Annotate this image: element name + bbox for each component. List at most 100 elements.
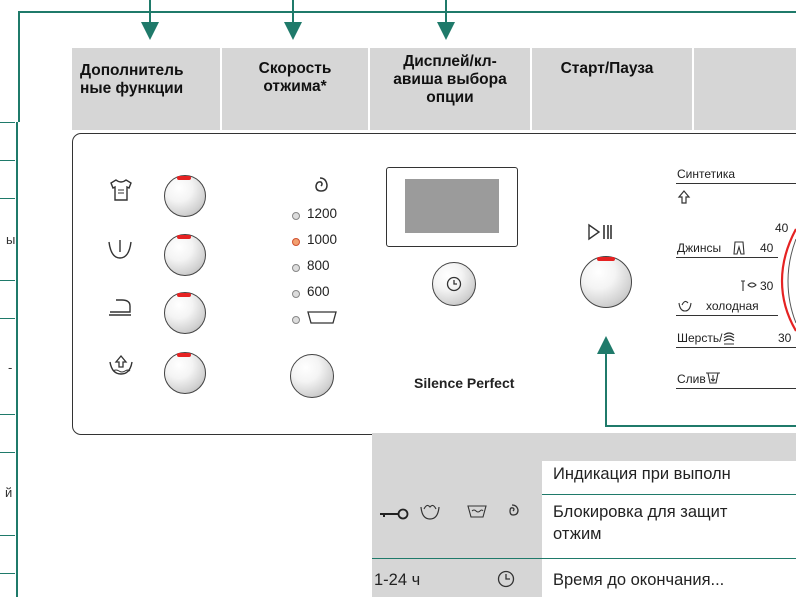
rinse-hold-icon[interactable] — [306, 309, 338, 325]
spin-option-1200[interactable]: 1200 — [307, 206, 338, 221]
header-separator — [220, 48, 222, 130]
program-wool: Шерсть/ — [677, 331, 723, 345]
display-screen — [386, 167, 518, 247]
header-spin-line1: Скорость — [258, 60, 332, 77]
header-extra-functions: Дополнитель ные функции — [72, 48, 220, 130]
spin-icon — [315, 177, 328, 192]
extra-function-knob-2[interactable] — [164, 234, 206, 276]
header-display-line1: Дисплей/кл- — [403, 53, 497, 70]
start-pause-button[interactable] — [580, 256, 632, 308]
program-temp-40: 40 — [775, 221, 789, 235]
header-spin-speed: Скорость отжима* — [222, 48, 368, 130]
program-jeans-temp: 40 — [760, 241, 774, 255]
left-table-row — [0, 122, 15, 123]
header-separator — [530, 48, 532, 130]
bottom-row-divider — [542, 494, 796, 495]
drain-icon — [706, 372, 720, 384]
left-table-text: - — [8, 360, 13, 375]
spin-led-1000 — [292, 238, 300, 246]
spin-indicator-icon — [509, 504, 519, 516]
timer-icon — [497, 570, 515, 588]
spin-led-600 — [292, 290, 300, 298]
bottom-row-time-text: Время до окончания... — [553, 571, 725, 589]
header-programs — [694, 48, 796, 130]
spin-option-600[interactable]: 600 — [307, 284, 330, 299]
program-cold: холодная — [706, 299, 759, 313]
header-start-pause-line1: Старт/Пауза — [560, 60, 654, 77]
wool-icon — [723, 332, 735, 345]
program-drain: Слив — [677, 372, 706, 386]
left-table-row — [0, 573, 15, 574]
program-line — [676, 183, 796, 184]
program-line — [676, 257, 778, 258]
bottom-row-time-range: 1-24 ч — [374, 571, 421, 589]
header-spin-line2: отжима* — [263, 78, 327, 95]
program-line — [676, 347, 796, 348]
arrow-down-extra-functions — [141, 22, 159, 40]
left-table-row — [0, 160, 15, 161]
frame-line-top — [18, 11, 796, 13]
key-lock-icon — [380, 508, 409, 520]
header-extra-functions-line1: Дополнитель — [80, 62, 184, 79]
extra-function-knob-3[interactable] — [164, 292, 206, 334]
arrow-up-horizontal — [605, 425, 796, 427]
arrow-up-start-pause — [597, 336, 615, 354]
left-table-row — [0, 198, 15, 199]
delicates-icon — [741, 280, 757, 291]
left-table-row — [0, 535, 15, 536]
arrow-down-spin — [284, 22, 302, 40]
program-dial-knob[interactable] — [780, 225, 796, 335]
bottom-row-indication: Индикация при выполн — [553, 465, 731, 483]
water-plus-icon — [108, 240, 132, 259]
program-line — [676, 388, 796, 389]
play-pause-icon — [588, 223, 612, 241]
program-line — [676, 315, 778, 316]
header-display-line2: авиша выбора — [393, 71, 507, 88]
arrow-up-stem — [605, 352, 607, 427]
handwash-icon — [678, 300, 692, 312]
arrow-stem-3 — [445, 0, 447, 26]
header-start-pause: Старт/Пауза — [532, 48, 692, 130]
arrow-down-display — [437, 22, 455, 40]
shirt-icon — [110, 179, 132, 201]
bottom-row-divider — [372, 558, 796, 559]
left-table-text: ы — [6, 232, 16, 247]
arrow-stem-1 — [149, 0, 151, 26]
spin-led-no-spin — [292, 316, 300, 324]
prewash-icon — [109, 354, 133, 375]
program-synthetics: Синтетика — [677, 167, 736, 181]
left-table-row — [0, 414, 15, 415]
program-delicates-temp: 30 — [760, 279, 774, 293]
wash-indicator-icon — [467, 505, 487, 518]
spin-option-1000[interactable]: 1000 — [307, 232, 338, 247]
left-table-row — [0, 318, 15, 319]
header-display-key: Дисплей/кл- авиша выбора опции — [370, 48, 530, 130]
extra-function-knob-1[interactable] — [164, 175, 206, 217]
left-table-row — [0, 280, 15, 281]
extra-function-knob-4[interactable] — [164, 352, 206, 394]
header-display-line3: опции — [426, 89, 474, 106]
jeans-icon — [733, 241, 745, 255]
left-table — [0, 122, 18, 597]
header-extra-functions-line2: ные функции — [80, 80, 184, 97]
brand-label: Silence Perfect — [414, 375, 515, 391]
iron-icon — [109, 299, 131, 316]
spin-led-800 — [292, 264, 300, 272]
spin-speed-knob[interactable] — [290, 354, 334, 398]
prewash-indicator-icon — [420, 504, 440, 520]
header-separator — [692, 48, 694, 130]
arrow-stem-2 — [292, 0, 294, 26]
bottom-row-lock-line2: отжим — [553, 525, 602, 543]
left-table-row — [0, 452, 15, 453]
header-separator — [368, 48, 370, 130]
bottom-table-header-strip — [542, 433, 796, 461]
spin-led-1200 — [292, 212, 300, 220]
frame-line-left — [18, 11, 20, 122]
program-jeans: Джинсы — [677, 241, 722, 255]
easy-care-icon — [677, 190, 691, 204]
bottom-row-lock-line1: Блокировка для защит — [553, 503, 728, 521]
left-table-text: й — [5, 485, 13, 500]
spin-option-800[interactable]: 800 — [307, 258, 330, 273]
option-select-button[interactable] — [432, 262, 476, 306]
program-wool-temp: 30 — [778, 331, 792, 345]
